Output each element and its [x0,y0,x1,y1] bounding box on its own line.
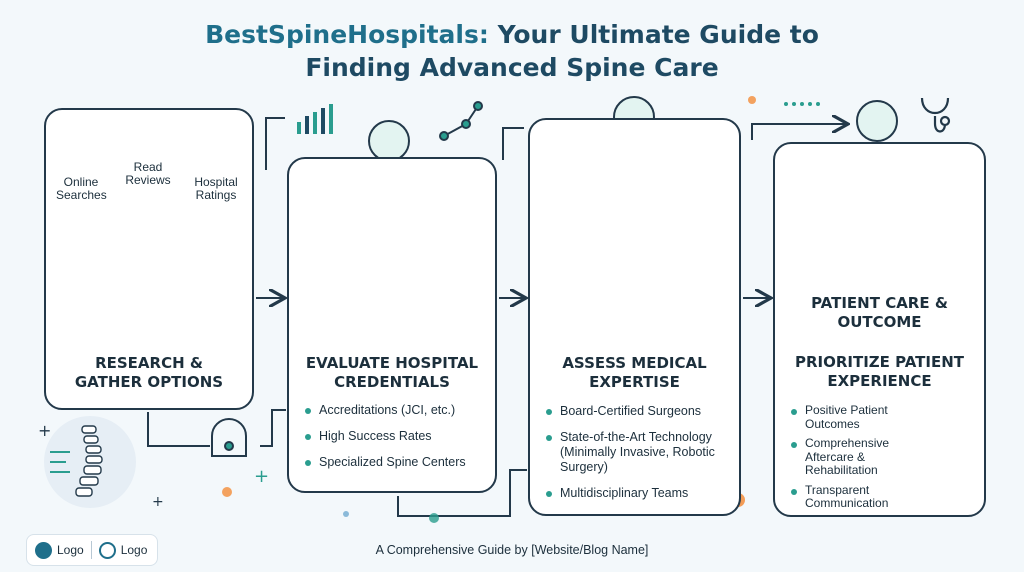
list-item: Transparent Communication [789,483,910,511]
connector-top-1 [265,117,285,170]
credentials-bullets: Accreditations (JCI, etc.) High Success … [303,403,489,481]
svg-text:+: + [38,421,51,440]
globe-icon [98,541,116,559]
logo-mark-icon [35,541,52,559]
list-item: State-of-the-Art Technology (Minimally I… [544,430,733,475]
connector-bottom-2 [260,409,286,447]
svg-text:+: + [152,494,164,510]
logo-bar: Logo Logo [26,534,158,566]
list-item: Specialized Spine Centers [303,455,489,470]
footer-credit: A Comprehensive Guide by [Website/Blog N… [375,543,649,557]
list-item: Accreditations (JCI, etc.) [303,403,489,418]
bar-graph-icon [297,104,333,134]
list-item: Positive Patient Outcomes [789,403,910,431]
page-title: BestSpineHospitals: Your Ultimate Guide … [0,18,1024,84]
network-nodes-icon [439,101,483,141]
spine-badge-icon [856,100,898,142]
title-line-1-rest: Your Ultimate Guide to [488,20,819,49]
list-item: Board-Certified Surgeons [544,404,733,419]
svg-text:+: + [254,466,269,487]
spine-illustration-icon [44,416,136,508]
connector-hub-icon [211,418,247,457]
logo-item-2: Logo [98,541,148,559]
list-item: High Success Rates [303,429,489,444]
step-patient-care-heading: PATIENT CARE &OUTCOME [811,294,948,331]
title-line-2: Finding Advanced Spine Care [305,53,719,82]
step-research-heading: RESEARCH &GATHER OPTIONS [74,354,224,391]
title-brand: BestSpineHospitals: [205,20,489,49]
list-item: Comprehensive Aftercare & Rehabilitation [789,436,910,478]
connector-bottom-1 [147,412,210,447]
logo-item-1: Logo [35,541,84,559]
title-line-1: BestSpineHospitals: Your Ultimate Guide … [0,18,1024,51]
stethoscope-icon [920,97,951,133]
spine-badge-icon [368,120,410,162]
patient-care-bullets: Positive Patient Outcomes Comprehensive … [789,403,910,517]
logo-divider [90,541,92,559]
list-item: Multidisciplinary Teams [544,486,733,501]
expertise-bullets: Board-Certified Surgeons State-of-the-Ar… [544,404,733,512]
decorative-dots [784,102,820,106]
step-patient-care-panel: PATIENT CARE &OUTCOME PRIORITIZE PATIENT… [773,142,986,517]
connector-top-2 [502,127,524,160]
logo-text: Logo [120,543,148,557]
connector-top-3 [751,124,846,140]
logo-text: Logo [57,543,84,557]
